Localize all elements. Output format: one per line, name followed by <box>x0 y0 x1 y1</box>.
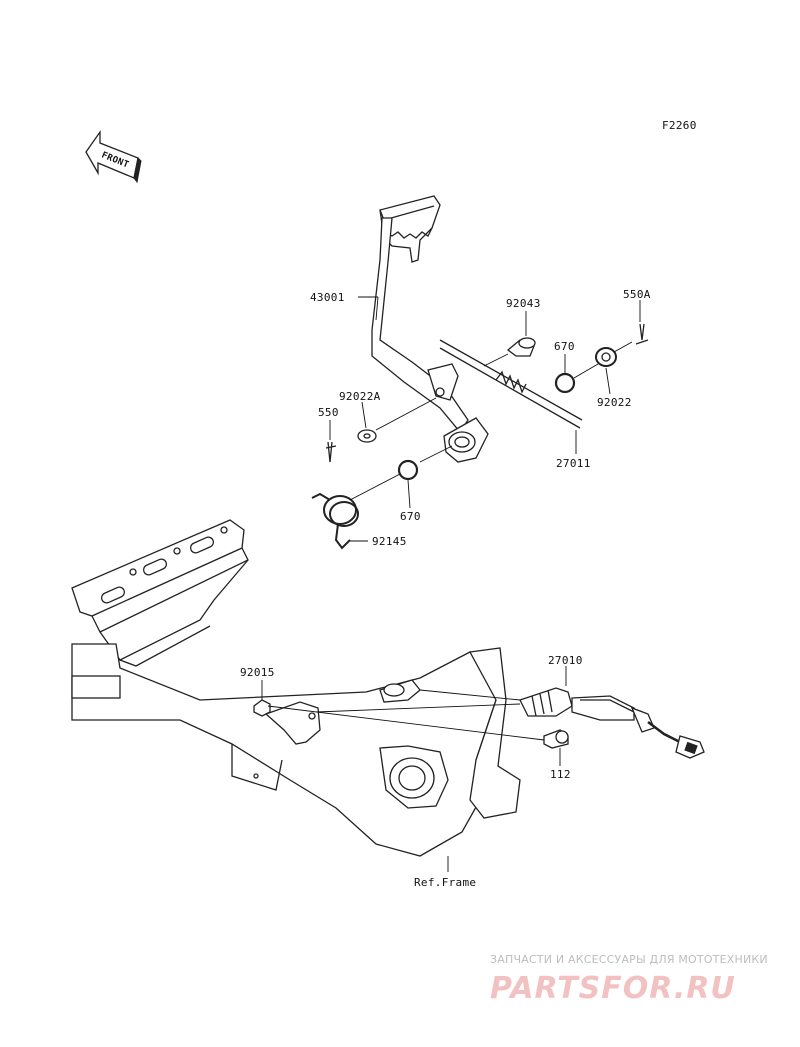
part-label-92022a: 92022A <box>339 390 381 403</box>
part-label-670-upper: 670 <box>554 340 575 353</box>
watermark-tagline: ЗАПЧАСТИ И АКСЕССУАРЫ ДЛЯ МОТОТЕХНИКИ <box>490 953 768 966</box>
part-label-112: 112 <box>550 768 571 781</box>
figure-code: F2260 <box>662 119 697 132</box>
return-spring <box>311 492 359 550</box>
pin <box>506 337 536 357</box>
part-label-92043: 92043 <box>506 297 541 310</box>
bolt <box>543 729 569 749</box>
washer-92022a <box>357 429 377 443</box>
watermark-logo: PARTSFOR.RU <box>490 971 736 1006</box>
spring <box>495 370 527 394</box>
part-label-550a: 550A <box>623 288 651 301</box>
front-arrow-icon: FRONT <box>85 129 142 184</box>
part-label-670-lower: 670 <box>400 510 421 523</box>
part-label-92145: 92145 <box>372 535 407 548</box>
part-label-92022: 92022 <box>597 396 632 409</box>
brake-pedal <box>371 195 489 463</box>
frame <box>71 519 521 857</box>
brake-rod <box>439 339 583 421</box>
o-ring-lower <box>397 459 419 481</box>
reference-label: Ref.Frame <box>414 876 476 889</box>
part-label-92015: 92015 <box>240 666 275 679</box>
cotter-pin-550a <box>635 323 649 345</box>
part-label-27010: 27010 <box>548 654 583 667</box>
part-label-27011: 27011 <box>556 457 591 470</box>
o-ring-upper <box>554 372 576 394</box>
part-label-550: 550 <box>318 406 339 419</box>
part-label-43001: 43001 <box>310 291 345 304</box>
washer-92022 <box>595 347 617 367</box>
cotter-pin-550 <box>325 441 337 463</box>
brake-switch <box>519 687 705 759</box>
